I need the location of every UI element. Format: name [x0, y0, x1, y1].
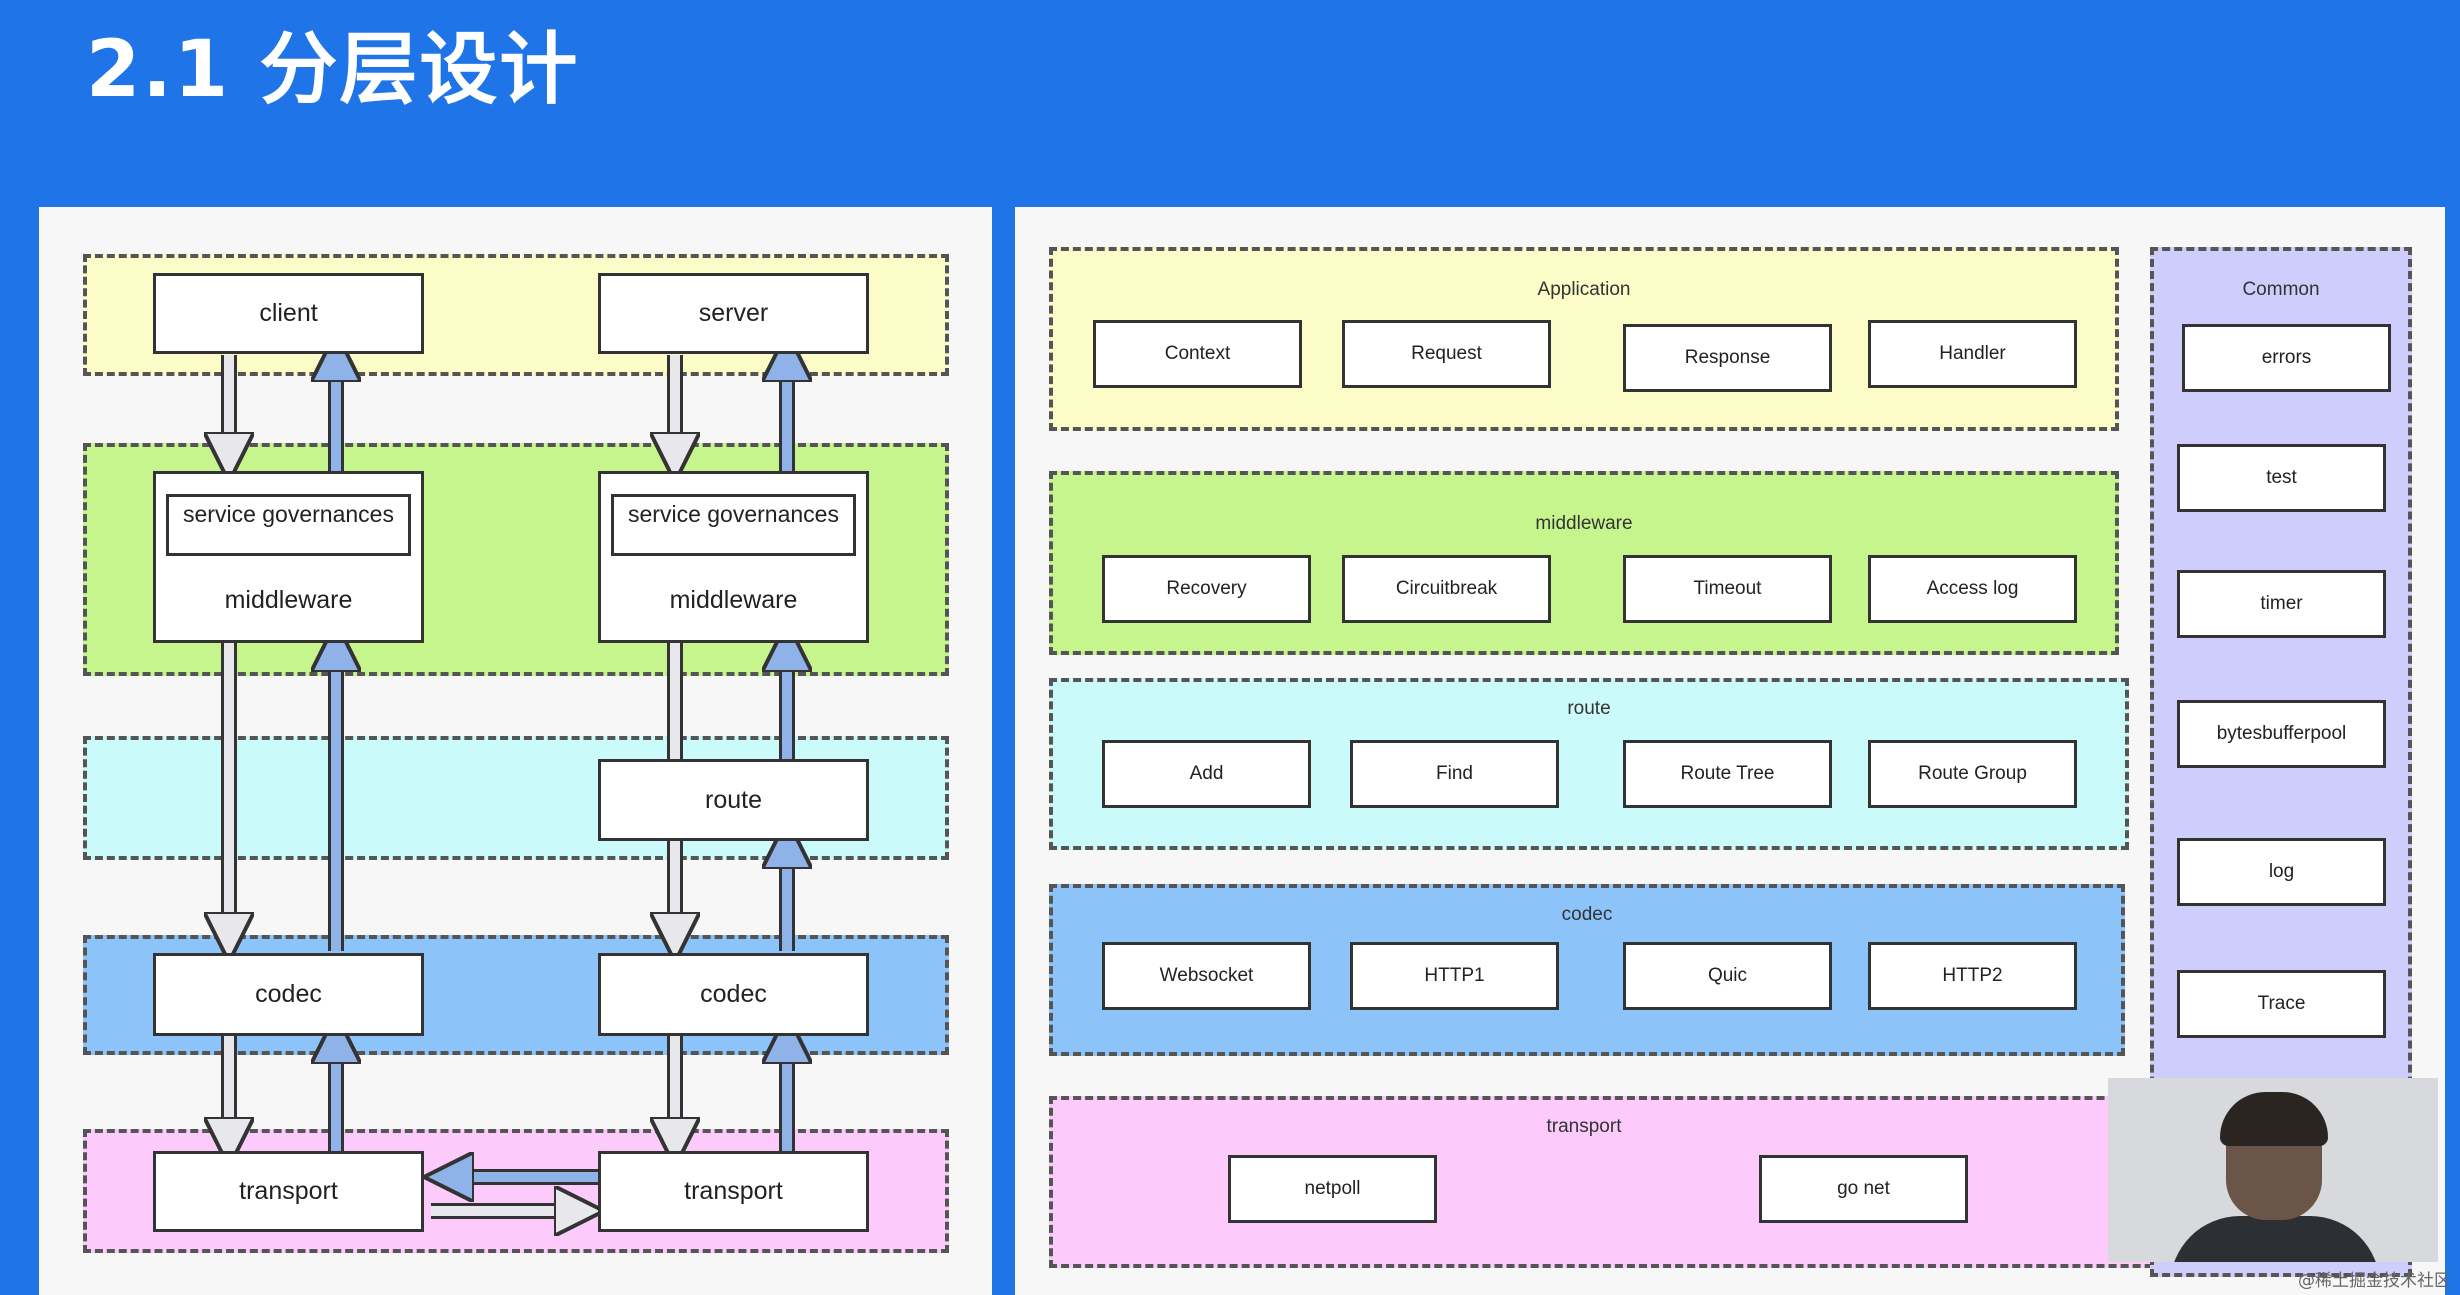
add-box: Add — [1102, 740, 1311, 808]
circuitbreak-box: Circuitbreak — [1342, 555, 1551, 623]
watermark: @稀土掘金技术社区 — [2298, 1271, 2451, 1291]
slide-title: 2.1 分层设计 — [86, 25, 580, 115]
handler-box: Handler — [1868, 320, 2077, 388]
server-middleware-label: middleware — [669, 586, 798, 614]
server-codec-box: codec — [598, 953, 869, 1036]
client-middleware-label: middleware — [224, 586, 353, 614]
timeout-box: Timeout — [1623, 555, 1832, 623]
quic-box: Quic — [1623, 942, 1832, 1010]
test-box: test — [2177, 444, 2386, 512]
client-middleware-box: service governances middleware — [153, 471, 424, 643]
log-box: log — [2177, 838, 2386, 906]
route-group-box: Route Group — [1868, 740, 2077, 808]
server-box: server — [598, 273, 869, 354]
recovery-box: Recovery — [1102, 555, 1311, 623]
client-transport-box: transport — [153, 1151, 424, 1232]
access-log-box: Access log — [1868, 555, 2077, 623]
http1-box: HTTP1 — [1350, 942, 1559, 1010]
trace-box: Trace — [2177, 970, 2386, 1038]
errors-box: errors — [2182, 324, 2391, 392]
server-route-box: route — [598, 759, 869, 841]
server-transport-box: transport — [598, 1151, 869, 1232]
layer-flow-diagram: client server service governances middle… — [39, 207, 992, 1295]
route-tree-box: Route Tree — [1623, 740, 1832, 808]
netpoll-box: netpoll — [1228, 1155, 1437, 1223]
route-layer-label: route — [1567, 698, 1611, 719]
response-box: Response — [1623, 324, 1832, 392]
request-box: Request — [1342, 320, 1551, 388]
context-box: Context — [1093, 320, 1302, 388]
http2-box: HTTP2 — [1868, 942, 2077, 1010]
middleware-layer-label: middleware — [1535, 513, 1633, 534]
transport-layer-label: transport — [1546, 1116, 1622, 1137]
server-service-governances: service governances — [611, 494, 856, 556]
bytesbufferpool-box: bytesbufferpool — [2177, 700, 2386, 768]
flow-arrows — [39, 207, 992, 1295]
application-layer-label: Application — [1537, 279, 1631, 300]
client-box: client — [153, 273, 424, 354]
find-box: Find — [1350, 740, 1559, 808]
common-layer-label: Common — [2242, 279, 2320, 300]
websocket-box: Websocket — [1102, 942, 1311, 1010]
go-net-box: go net — [1759, 1155, 1968, 1223]
presenter-video-thumbnail — [2108, 1078, 2438, 1262]
timer-box: timer — [2177, 570, 2386, 638]
client-codec-box: codec — [153, 953, 424, 1036]
client-service-governances: service governances — [166, 494, 411, 556]
codec-layer-label: codec — [1561, 904, 1613, 925]
server-middleware-box: service governances middleware — [598, 471, 869, 643]
